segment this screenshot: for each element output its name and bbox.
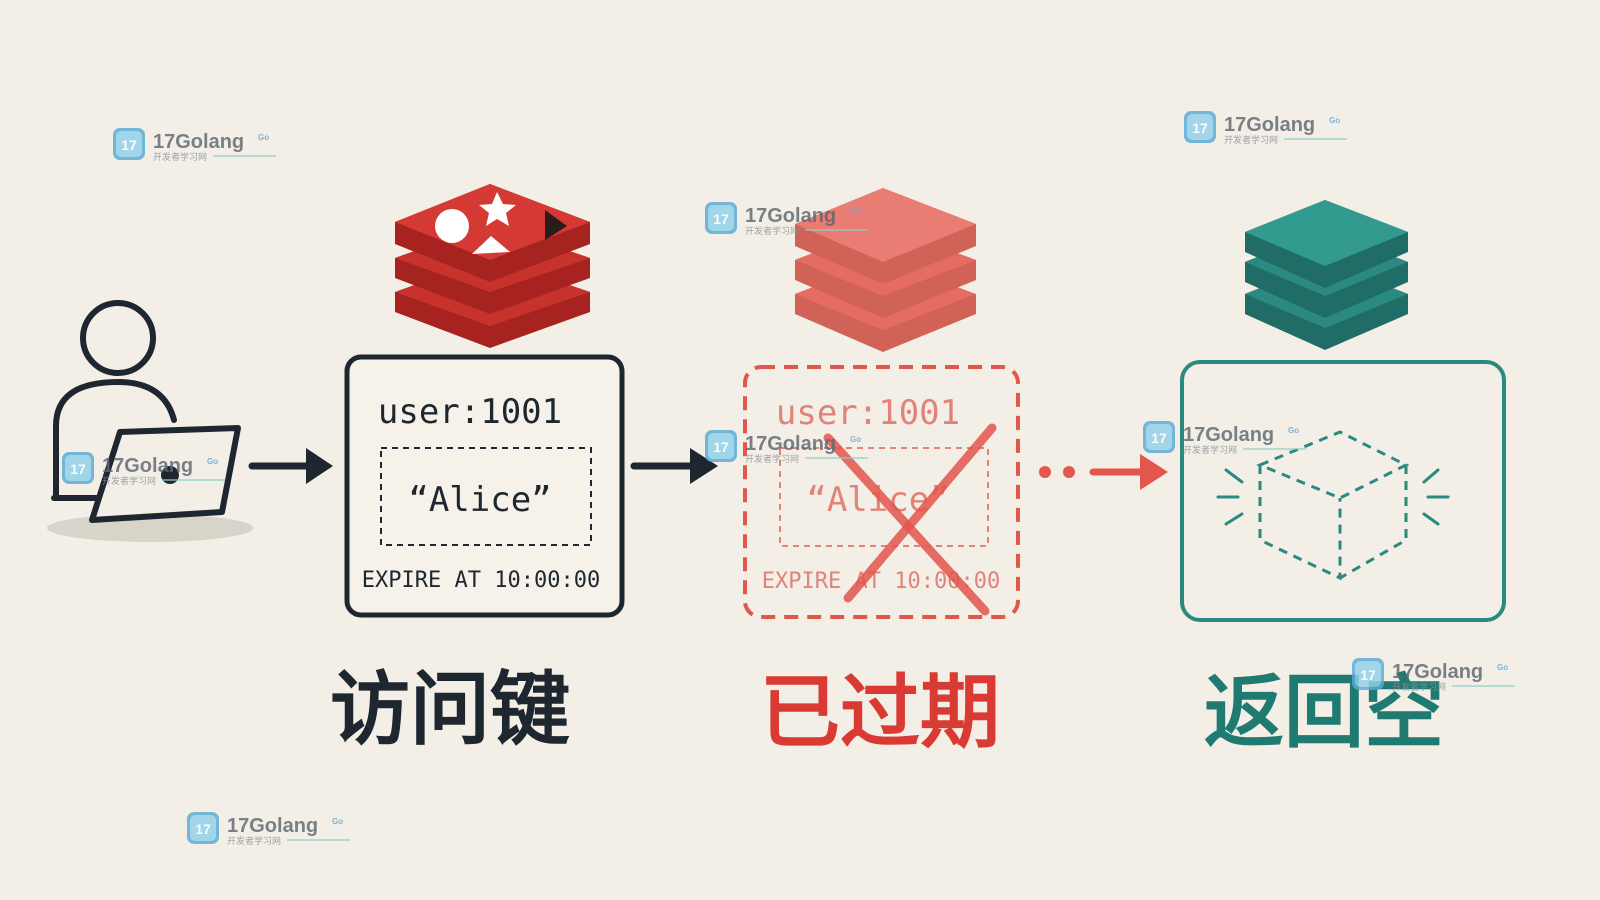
watermark-badge-text: 17 — [121, 137, 137, 153]
key-value: “Alice” — [408, 480, 551, 520]
watermark-7: 17 17Golang Go 开发者学习网 — [1352, 658, 1515, 693]
watermark-sub: 开发者学习网 — [153, 151, 207, 163]
watermark-tag: Go — [850, 207, 861, 216]
watermark-sub: 开发者学习网 — [1392, 681, 1446, 693]
watermark-4: 17 17Golang Go 开发者学习网 — [62, 452, 225, 487]
arrow-key-to-expired — [630, 448, 718, 484]
watermark-badge-text: 17 — [1192, 120, 1208, 136]
watermark-brand: 17Golang — [102, 455, 193, 477]
watermark-badge-text: 17 — [713, 211, 729, 227]
watermark-brand: 17Golang — [745, 433, 836, 455]
key-card-expired: user:1001 “Alice” EXPIRE AT 10:00:00 — [743, 365, 1020, 619]
watermark-brand: 17Golang — [1224, 114, 1315, 136]
watermark-tag: Go — [1329, 116, 1340, 125]
watermark-badge-text: 17 — [195, 821, 211, 837]
caption-expired: 已过期 — [760, 666, 1000, 759]
watermark-sub: 开发者学习网 — [1224, 134, 1278, 146]
expired-key-name: user:1001 — [776, 393, 960, 433]
arrow-expired-to-empty — [1039, 454, 1168, 490]
arrow-user-to-key — [248, 448, 333, 484]
watermark-brand: 17Golang — [227, 815, 318, 837]
watermark-1: 17 17Golang Go 开发者学习网 — [113, 128, 276, 163]
expire-time: EXPIRE AT 10:00:00 — [362, 568, 600, 593]
user-laptop-icon — [47, 300, 253, 542]
watermark-brand: 17Golang — [1392, 661, 1483, 683]
empty-result-card — [1180, 360, 1506, 622]
empty-box-icon — [1256, 430, 1410, 581]
watermark-5: 17 17Golang Go 开发者学习网 — [705, 430, 868, 465]
watermark-tag: Go — [850, 435, 861, 444]
watermark-badge-text: 17 — [713, 439, 729, 455]
watermark-6: 17 17Golang Go 开发者学习网 — [1143, 421, 1306, 456]
watermark-brand: 17Golang — [153, 131, 244, 153]
watermark-brand: 17Golang — [745, 205, 836, 227]
watermark-tag: Go — [207, 457, 218, 466]
sparkle-lines-icon — [1216, 468, 1450, 526]
watermark-2: 17 17Golang Go 开发者学习网 — [1184, 111, 1347, 146]
key-card-active: user:1001 “Alice” EXPIRE AT 10:00:00 — [344, 354, 625, 618]
watermark-3: 17 17Golang Go 开发者学习网 — [705, 202, 868, 237]
caption-access-key: 访问键 — [330, 663, 570, 756]
redis-teal-icon — [1245, 200, 1408, 350]
key-name: user:1001 — [378, 392, 562, 432]
watermark-sub: 开发者学习网 — [745, 453, 799, 465]
watermark-tag: Go — [1288, 426, 1299, 435]
watermark-tag: Go — [1497, 663, 1508, 672]
redis-faded-icon — [795, 188, 976, 352]
redis-logo-icon — [395, 184, 590, 348]
watermark-tag: Go — [332, 817, 343, 826]
watermark-brand: 17Golang — [1183, 424, 1274, 446]
watermark-badge-text: 17 — [1360, 667, 1376, 683]
watermark-8: 17 17Golang Go 开发者学习网 — [187, 812, 350, 847]
watermark-tag: Go — [258, 133, 269, 142]
cross-mark-icon — [823, 423, 997, 616]
watermark-sub: 开发者学习网 — [227, 835, 281, 847]
watermark-sub: 开发者学习网 — [102, 475, 156, 487]
watermark-sub: 开发者学习网 — [745, 225, 799, 237]
watermark-badge-text: 17 — [1151, 430, 1167, 446]
watermark-sub: 开发者学习网 — [1183, 444, 1237, 456]
watermark-badge-text: 17 — [70, 461, 86, 477]
caption-return-empty: 返回空 — [1204, 666, 1444, 759]
